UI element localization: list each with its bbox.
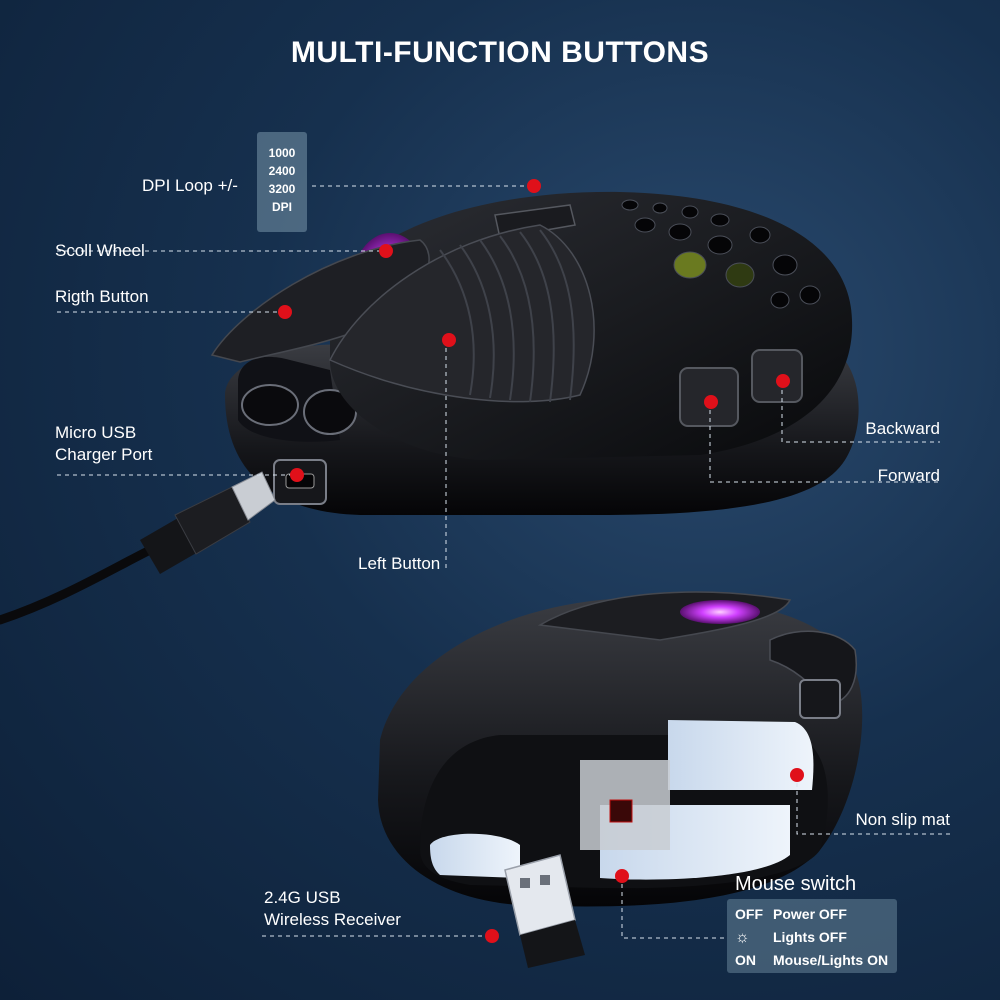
switch-value: Lights OFF <box>773 929 847 945</box>
usb-cable <box>0 471 276 625</box>
usb-receiver <box>504 854 585 968</box>
markers <box>278 179 804 943</box>
label-micro-usb: Micro USB Charger Port <box>55 422 152 466</box>
sun-icon: ☼ <box>735 929 750 946</box>
dpi-value: 3200 <box>268 182 296 196</box>
switch-row-lights: ☼ Lights OFF <box>735 926 889 949</box>
mouse-switch-title: Mouse switch <box>735 873 857 895</box>
dpi-value: 2400 <box>268 164 296 178</box>
top-mouse <box>210 191 859 515</box>
leader-lines <box>57 185 950 939</box>
dpi-unit: DPI <box>271 200 292 214</box>
label-forward: Forward <box>877 466 940 485</box>
switch-value: Mouse/Lights ON <box>773 952 889 968</box>
label-backward: Backward <box>865 419 940 438</box>
label-receiver-line1: 2.4G USB <box>264 888 341 907</box>
label-micro-usb-line1: Micro USB <box>55 423 137 442</box>
mouse-switch-legend: OFF Power OFF ☼ Lights OFF ON Mouse/Ligh… <box>727 899 897 973</box>
switch-key: ON <box>735 952 756 968</box>
switch-value: Power OFF <box>773 906 847 922</box>
label-scroll-wheel: Scoll Wheel <box>55 241 145 260</box>
label-left-button: Left Button <box>358 554 441 573</box>
switch-row-off: OFF Power OFF <box>735 903 889 926</box>
label-dpi-loop: DPI Loop +/- <box>142 176 238 195</box>
dpi-value: 1000 <box>268 146 296 160</box>
label-right-button: Rigth Button <box>55 287 149 306</box>
label-receiver-line2: Wireless Receiver <box>264 910 401 929</box>
label-non-slip-mat: Non slip mat <box>855 810 950 829</box>
switch-key: OFF <box>735 906 763 922</box>
bottom-mouse <box>378 591 863 907</box>
label-receiver: 2.4G USB Wireless Receiver <box>264 887 401 931</box>
dpi-values-box: 1000 2400 3200 DPI <box>257 132 307 232</box>
page-title: MULTI-FUNCTION BUTTONS <box>290 36 710 69</box>
switch-row-on: ON Mouse/Lights ON <box>735 949 889 972</box>
label-micro-usb-line2: Charger Port <box>55 445 153 464</box>
